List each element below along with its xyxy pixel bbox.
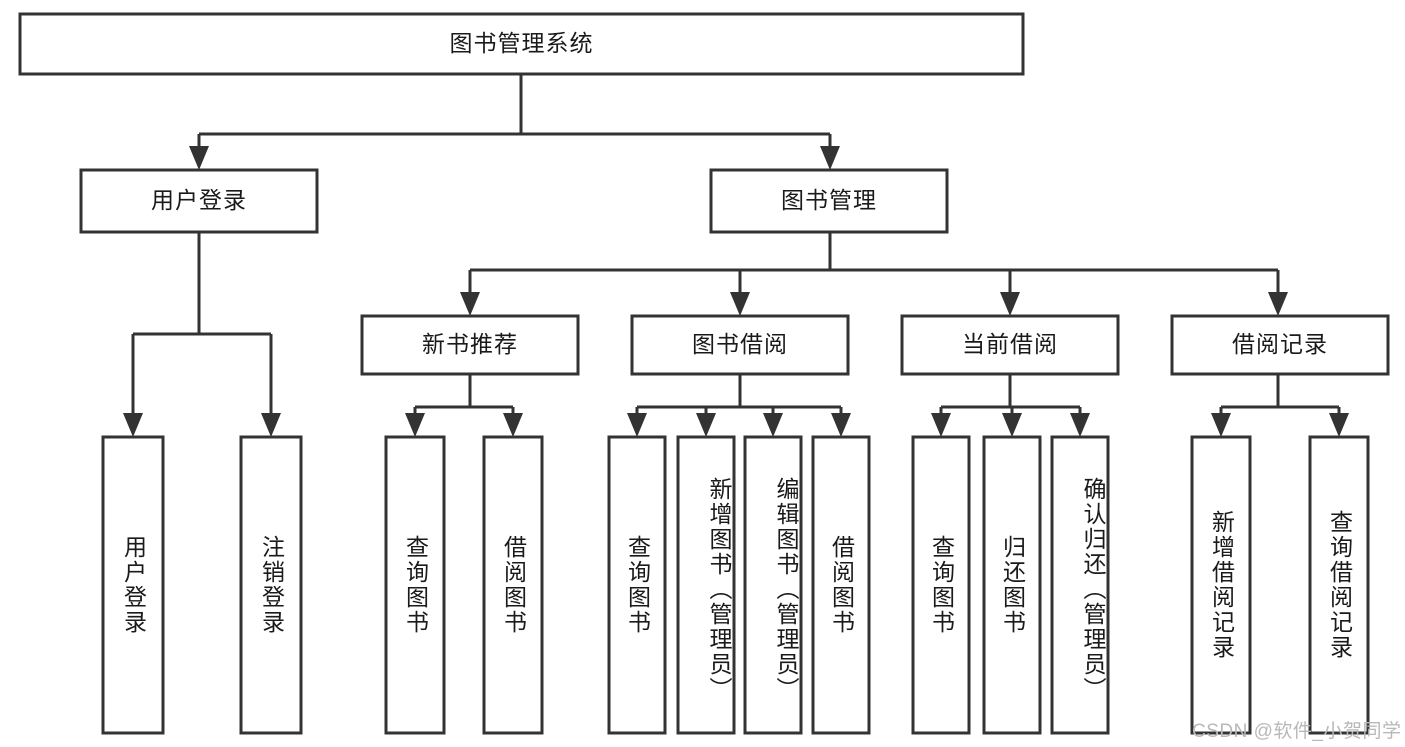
box-current-borrow[interactable]	[900, 314, 1120, 376]
csdn-watermark: CSDN @软件_小贺同学	[1192, 721, 1402, 742]
node-boxes	[18, 12, 1390, 735]
box-leaf-query-book-3[interactable]	[911, 435, 971, 735]
arrow-to-book-management	[820, 146, 840, 170]
connector-borrow-records-to-leaves	[1211, 374, 1349, 437]
box-leaf-edit-book[interactable]	[743, 435, 803, 735]
box-leaf-borrow-book-1[interactable]	[482, 435, 544, 735]
arrow-to-leaf-add-book	[696, 413, 716, 437]
arrow-to-leaf-return-book	[1002, 413, 1022, 437]
arrow-to-leaf-borrow-book-1	[503, 413, 523, 437]
connector-book-borrow-to-leaves	[627, 374, 851, 437]
box-new-book-recommend[interactable]	[360, 314, 580, 376]
arrow-to-leaf-query-book-2	[627, 413, 647, 437]
arrow-to-leaf-confirm-return	[1070, 413, 1090, 437]
box-book-management[interactable]	[709, 168, 949, 234]
box-borrow-records[interactable]	[1170, 314, 1390, 376]
box-leaf-confirm-return[interactable]	[1050, 435, 1110, 735]
arrow-to-leaf-add-record	[1211, 413, 1231, 437]
arrow-to-leaf-edit-book	[763, 413, 783, 437]
connector-user-login-to-leaves	[123, 232, 281, 437]
box-leaf-logout[interactable]	[239, 435, 303, 735]
box-leaf-return-book[interactable]	[982, 435, 1042, 735]
box-leaf-borrow-book-2[interactable]	[811, 435, 871, 735]
arrow-to-new-book-recommend	[460, 292, 480, 316]
connector-book-management-to-level3	[460, 232, 1288, 316]
box-leaf-user-login[interactable]	[101, 435, 165, 735]
arrow-to-current-borrow	[1000, 292, 1020, 316]
box-user-login[interactable]	[79, 168, 319, 234]
connector-new-book-recommend-to-leaves	[405, 374, 523, 437]
connector-root-to-level2	[189, 74, 840, 170]
arrow-to-leaf-user-login	[123, 413, 143, 437]
box-leaf-query-book-1[interactable]	[384, 435, 446, 735]
box-leaf-query-book-2[interactable]	[607, 435, 667, 735]
arrow-to-leaf-query-book-3	[931, 413, 951, 437]
arrow-to-borrow-records	[1268, 292, 1288, 316]
arrow-to-book-borrow	[730, 292, 750, 316]
box-book-borrow[interactable]	[630, 314, 850, 376]
box-leaf-query-record[interactable]	[1308, 435, 1370, 735]
box-root[interactable]	[18, 12, 1025, 76]
arrow-to-leaf-logout	[261, 413, 281, 437]
box-leaf-add-book[interactable]	[676, 435, 736, 735]
arrow-to-leaf-query-record	[1329, 413, 1349, 437]
arrow-to-leaf-borrow-book-2	[831, 413, 851, 437]
arrow-to-user-login	[189, 146, 209, 170]
connector-current-borrow-to-leaves	[931, 374, 1090, 437]
box-leaf-add-record[interactable]	[1190, 435, 1252, 735]
arrow-to-leaf-query-book-1	[405, 413, 425, 437]
